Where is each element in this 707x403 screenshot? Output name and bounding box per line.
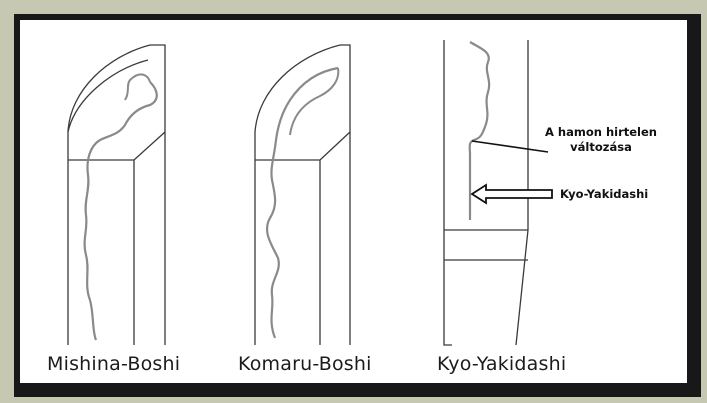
diagram-panel: A hamon hirtelen változása Kyo-Yakidashi… [20, 20, 687, 383]
kyo-yakidashi-drawing [443, 40, 529, 346]
kyo-yakidashi-arrow [470, 183, 553, 205]
mishina-hamon-top [124, 73, 151, 101]
komaru-boshi-drawing [254, 44, 351, 345]
hamon-change-pointer-line [471, 140, 549, 153]
komaru-tip [340, 44, 351, 132]
mishina-yokote [68, 131, 166, 161]
hamon-change-label-line2: változása [570, 140, 632, 154]
caption-komaru-boshi: Komaru-Boshi [238, 353, 372, 375]
komaru-spine [254, 44, 341, 345]
kyo-yakidashi-arrow-label: Kyo-Yakidashi [560, 187, 649, 201]
hamon-change-label: A hamon hirtelen változása [541, 125, 661, 155]
caption-mishina-boshi: Mishina-Boshi [47, 353, 181, 375]
kyo-hamon [468, 41, 491, 220]
caption-kyo-yakidashi: Kyo-Yakidashi [437, 353, 567, 375]
mishina-hamon [83, 81, 158, 341]
sword-tips-illustration [67, 40, 553, 346]
mishina-tip [150, 44, 166, 132]
komaru-hamon [265, 66, 339, 339]
komaru-yokote [255, 131, 351, 161]
komaru-hamon-top [289, 67, 340, 136]
mishina-inner-curve [67, 59, 149, 133]
kyo-left-line [443, 40, 452, 346]
hamon-change-label-line1: A hamon hirtelen [545, 125, 657, 139]
mishina-spine [67, 44, 151, 345]
mishina-boshi-drawing [67, 44, 166, 345]
